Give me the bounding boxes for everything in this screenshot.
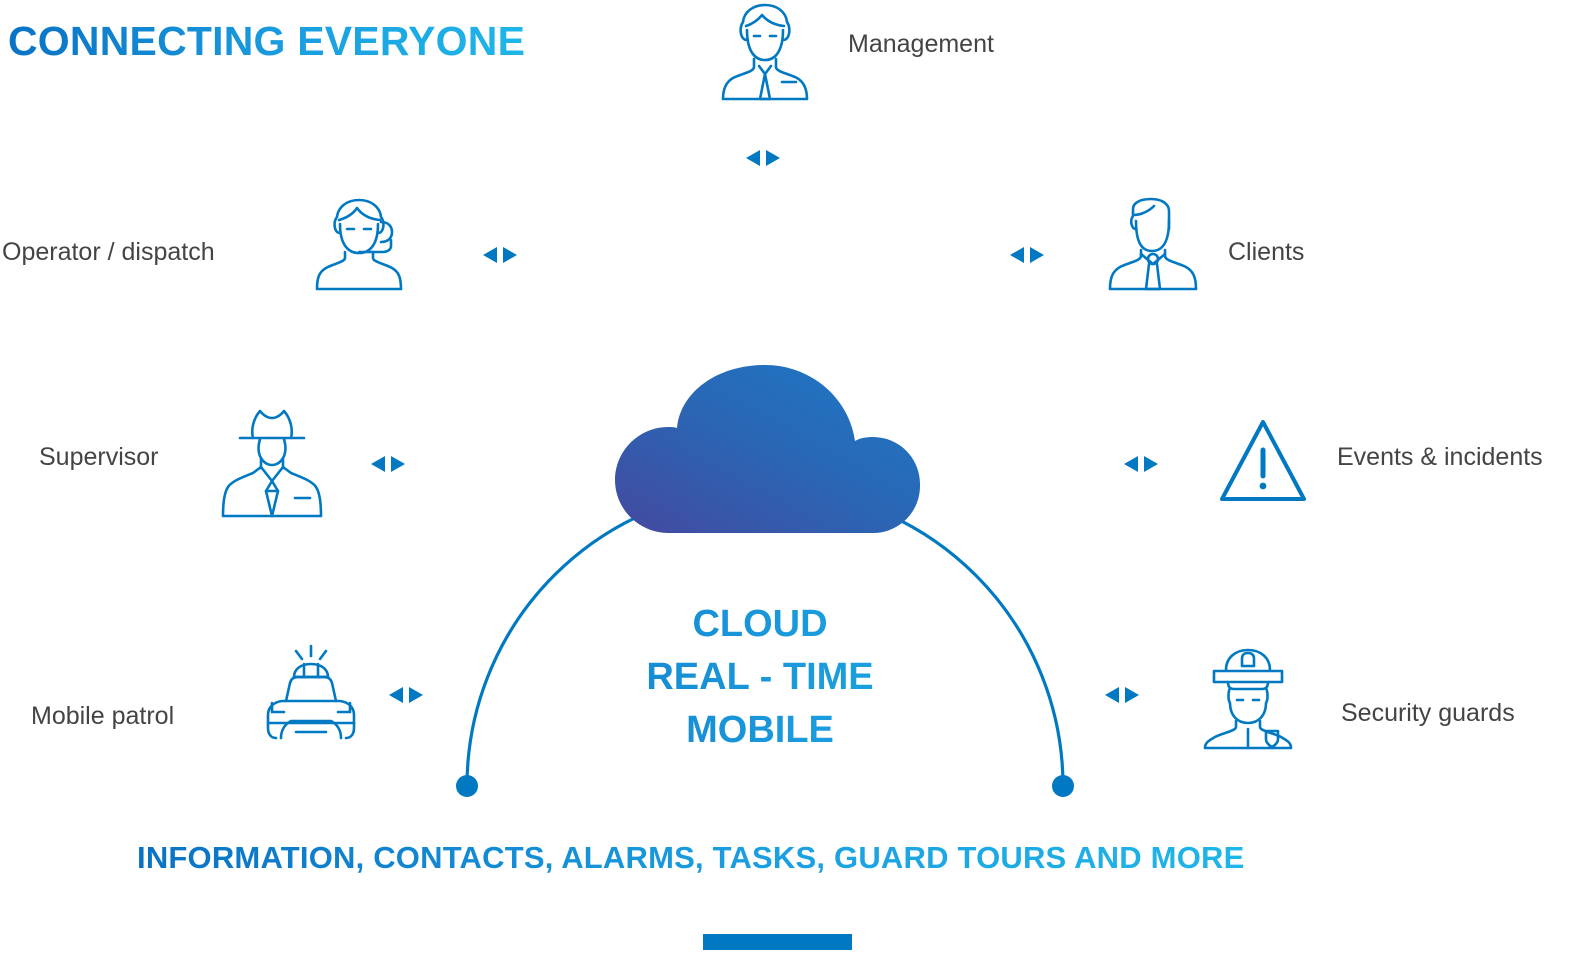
supervisor-hat-icon — [220, 403, 324, 519]
connector-node-security-guards[interactable] — [1092, 665, 1152, 725]
node-label-events-incidents: Events & incidents — [1337, 443, 1543, 471]
patrol-car-icon — [256, 643, 366, 749]
bidirectional-arrow-icon — [1093, 666, 1151, 724]
node-label-supervisor: Supervisor — [39, 443, 159, 471]
ring-endpoint-dot-right — [1052, 775, 1074, 797]
ring-endpoint-dot-left — [456, 775, 478, 797]
operator-headset-icon — [313, 196, 413, 292]
connector-node-events[interactable] — [1111, 434, 1171, 494]
center-text-realtime: REAL - TIME — [497, 651, 1023, 704]
connector-node-supervisor[interactable] — [358, 434, 418, 494]
bidirectional-arrow-icon — [734, 129, 792, 187]
center-text-cloud: CLOUD — [497, 598, 1023, 651]
warning-triangle-icon — [1218, 418, 1308, 504]
footer-tagline: INFORMATION, CONTACTS, ALARMS, TASKS, GU… — [137, 840, 1245, 875]
bidirectional-arrow-icon — [1112, 435, 1170, 493]
connector-node-management[interactable] — [733, 128, 793, 188]
bidirectional-arrow-icon — [471, 226, 529, 284]
node-label-operator-dispatch: Operator / dispatch — [2, 238, 215, 266]
businessman-suit-icon — [716, 2, 814, 102]
page-title: CONNECTING EVERYONE — [8, 18, 526, 64]
cloud-icon — [615, 365, 920, 533]
node-label-clients: Clients — [1228, 238, 1305, 266]
bidirectional-arrow-icon — [377, 666, 435, 724]
bidirectional-arrow-icon — [359, 435, 417, 493]
bidirectional-arrow-icon — [998, 226, 1056, 284]
node-label-security-guards: Security guards — [1341, 699, 1515, 727]
connector-node-clients[interactable] — [997, 225, 1057, 285]
node-label-management: Management — [848, 30, 994, 58]
security-guard-cap-icon — [1196, 645, 1300, 751]
connector-node-operator[interactable] — [470, 225, 530, 285]
client-suit-tie-icon — [1105, 196, 1201, 292]
node-label-mobile-patrol: Mobile patrol — [31, 702, 175, 730]
center-text-mobile: MOBILE — [497, 704, 1023, 757]
connector-node-mobile-patrol[interactable] — [376, 665, 436, 725]
bottom-accent-bar — [703, 934, 852, 950]
